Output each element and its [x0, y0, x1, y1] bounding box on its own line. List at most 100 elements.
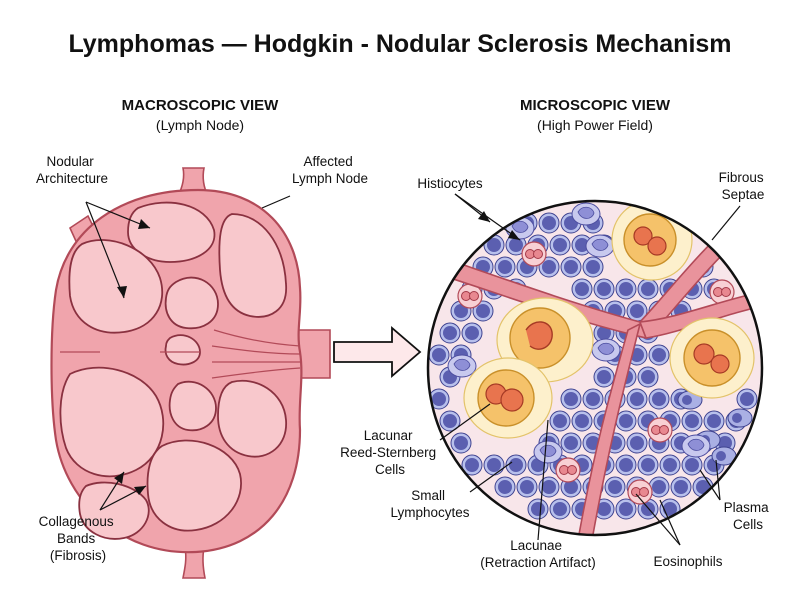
- lymphocyte: [483, 454, 505, 476]
- nodule: [146, 439, 242, 532]
- lymphocyte: [736, 388, 758, 410]
- nodule: [168, 380, 217, 432]
- lymphocyte: [450, 432, 472, 454]
- lymphocyte: [428, 388, 450, 410]
- micro-leader-arrowheads: [478, 211, 520, 240]
- plasma-cell: [677, 390, 703, 410]
- plasma-cell: [711, 446, 737, 466]
- nodule: [59, 366, 165, 478]
- lymphocyte: [703, 410, 725, 432]
- lymphocyte: [538, 212, 560, 234]
- lymphocyte: [428, 344, 450, 366]
- lymphocyte: [637, 366, 659, 388]
- lymphocyte: [527, 498, 549, 520]
- eosinophil: [709, 279, 735, 305]
- label-small-lymphocytes: Small Lymphocytes: [390, 488, 469, 520]
- transition-arrow: [333, 326, 422, 378]
- eosinophil: [627, 479, 653, 505]
- nodule: [127, 201, 216, 263]
- fibrous-band-streaks: [60, 329, 301, 379]
- macro-heading: MACROSCOPIC VIEW: [122, 97, 280, 114]
- nodule: [164, 334, 201, 366]
- label-plasma-cells: Plasma Cells: [724, 500, 773, 532]
- label-fibrous-septae: Fibrous Septae: [719, 170, 768, 202]
- label-nodular-architecture: Nodular Architecture: [36, 154, 108, 186]
- histiocyte: [533, 440, 563, 464]
- lymphocyte: [626, 388, 648, 410]
- lymphocyte: [593, 366, 615, 388]
- microscopic-field: [426, 199, 764, 537]
- histiocyte: [585, 234, 615, 258]
- nodule: [218, 213, 287, 318]
- lymphocyte: [648, 476, 670, 498]
- macro-leader-arrowheads: [114, 219, 150, 495]
- label-lacunae: Lacunae (Retraction Artifact): [480, 538, 596, 570]
- lymphocyte: [560, 256, 582, 278]
- field-border: [426, 199, 764, 537]
- lymphocyte: [615, 498, 637, 520]
- eosinophil: [555, 457, 581, 483]
- label-eosinophils: Eosinophils: [653, 554, 722, 569]
- lymphocyte: [681, 454, 703, 476]
- label-collagenous-bands: Collagenous Bands (Fibrosis): [39, 514, 118, 563]
- lymphocyte: [549, 234, 571, 256]
- lymphocyte: [637, 278, 659, 300]
- lymphocyte: [626, 432, 648, 454]
- lymphocyte: [571, 410, 593, 432]
- plasma-cell: [727, 408, 753, 428]
- lymphocyte: [582, 388, 604, 410]
- septum: [577, 322, 642, 535]
- micro-leader-lines: [439, 193, 741, 546]
- lymphocyte: [450, 300, 472, 322]
- histiocyte-cells: [447, 202, 711, 464]
- lymphocyte: [648, 344, 670, 366]
- histiocyte: [681, 434, 711, 458]
- lymphocyte: [648, 388, 670, 410]
- lymphocyte: [615, 454, 637, 476]
- lymphocyte: [593, 278, 615, 300]
- lymphocyte: [615, 278, 637, 300]
- vessel-bottom: [182, 547, 206, 579]
- eosinophil: [647, 417, 673, 443]
- lymphocyte: [494, 256, 516, 278]
- label-histiocytes: Histiocytes: [417, 176, 483, 191]
- micro-heading: MICROSCOPIC VIEW: [520, 97, 671, 114]
- lymphocyte: [615, 410, 637, 432]
- lymphocyte: [439, 322, 461, 344]
- lymphocyte: [560, 388, 582, 410]
- lymphocyte: [461, 322, 483, 344]
- nodule: [164, 276, 219, 330]
- lymph-node-illustration: [50, 167, 331, 579]
- lymphocyte: [582, 256, 604, 278]
- lymphocyte: [516, 476, 538, 498]
- lymphocyte: [604, 476, 626, 498]
- nodule: [78, 481, 150, 540]
- nodule: [217, 379, 287, 458]
- lymphocyte: [494, 476, 516, 498]
- macro-subheading: (Lymph Node): [156, 117, 244, 133]
- lymphocyte: [472, 300, 494, 322]
- lymphocyte: [549, 498, 571, 520]
- rs-cell: [463, 357, 553, 439]
- lymphocyte: [439, 410, 461, 432]
- page-title: Lymphomas — Hodgkin - Nodular Sclerosis …: [68, 30, 731, 58]
- label-affected-lymph-node: Affected Lymph Node: [292, 154, 368, 186]
- eosinophil-cells: [457, 241, 735, 505]
- histiocyte: [591, 338, 621, 362]
- lymphocyte: [626, 300, 648, 322]
- lymphocyte: [637, 454, 659, 476]
- lymphocyte: [670, 476, 692, 498]
- lymphocyte: [483, 234, 505, 256]
- septum: [638, 289, 762, 339]
- nodules: [59, 201, 287, 540]
- histiocyte: [447, 354, 477, 378]
- lymphocyte: [549, 410, 571, 432]
- lymphocyte: [538, 256, 560, 278]
- lymphocyte: [461, 454, 483, 476]
- lymphocyte: [571, 278, 593, 300]
- lymphocyte: [505, 454, 527, 476]
- rs-cell: [669, 317, 755, 399]
- label-reed-sternberg: Lacunar Reed-Sternberg Cells: [340, 428, 440, 477]
- lymphocyte: [659, 454, 681, 476]
